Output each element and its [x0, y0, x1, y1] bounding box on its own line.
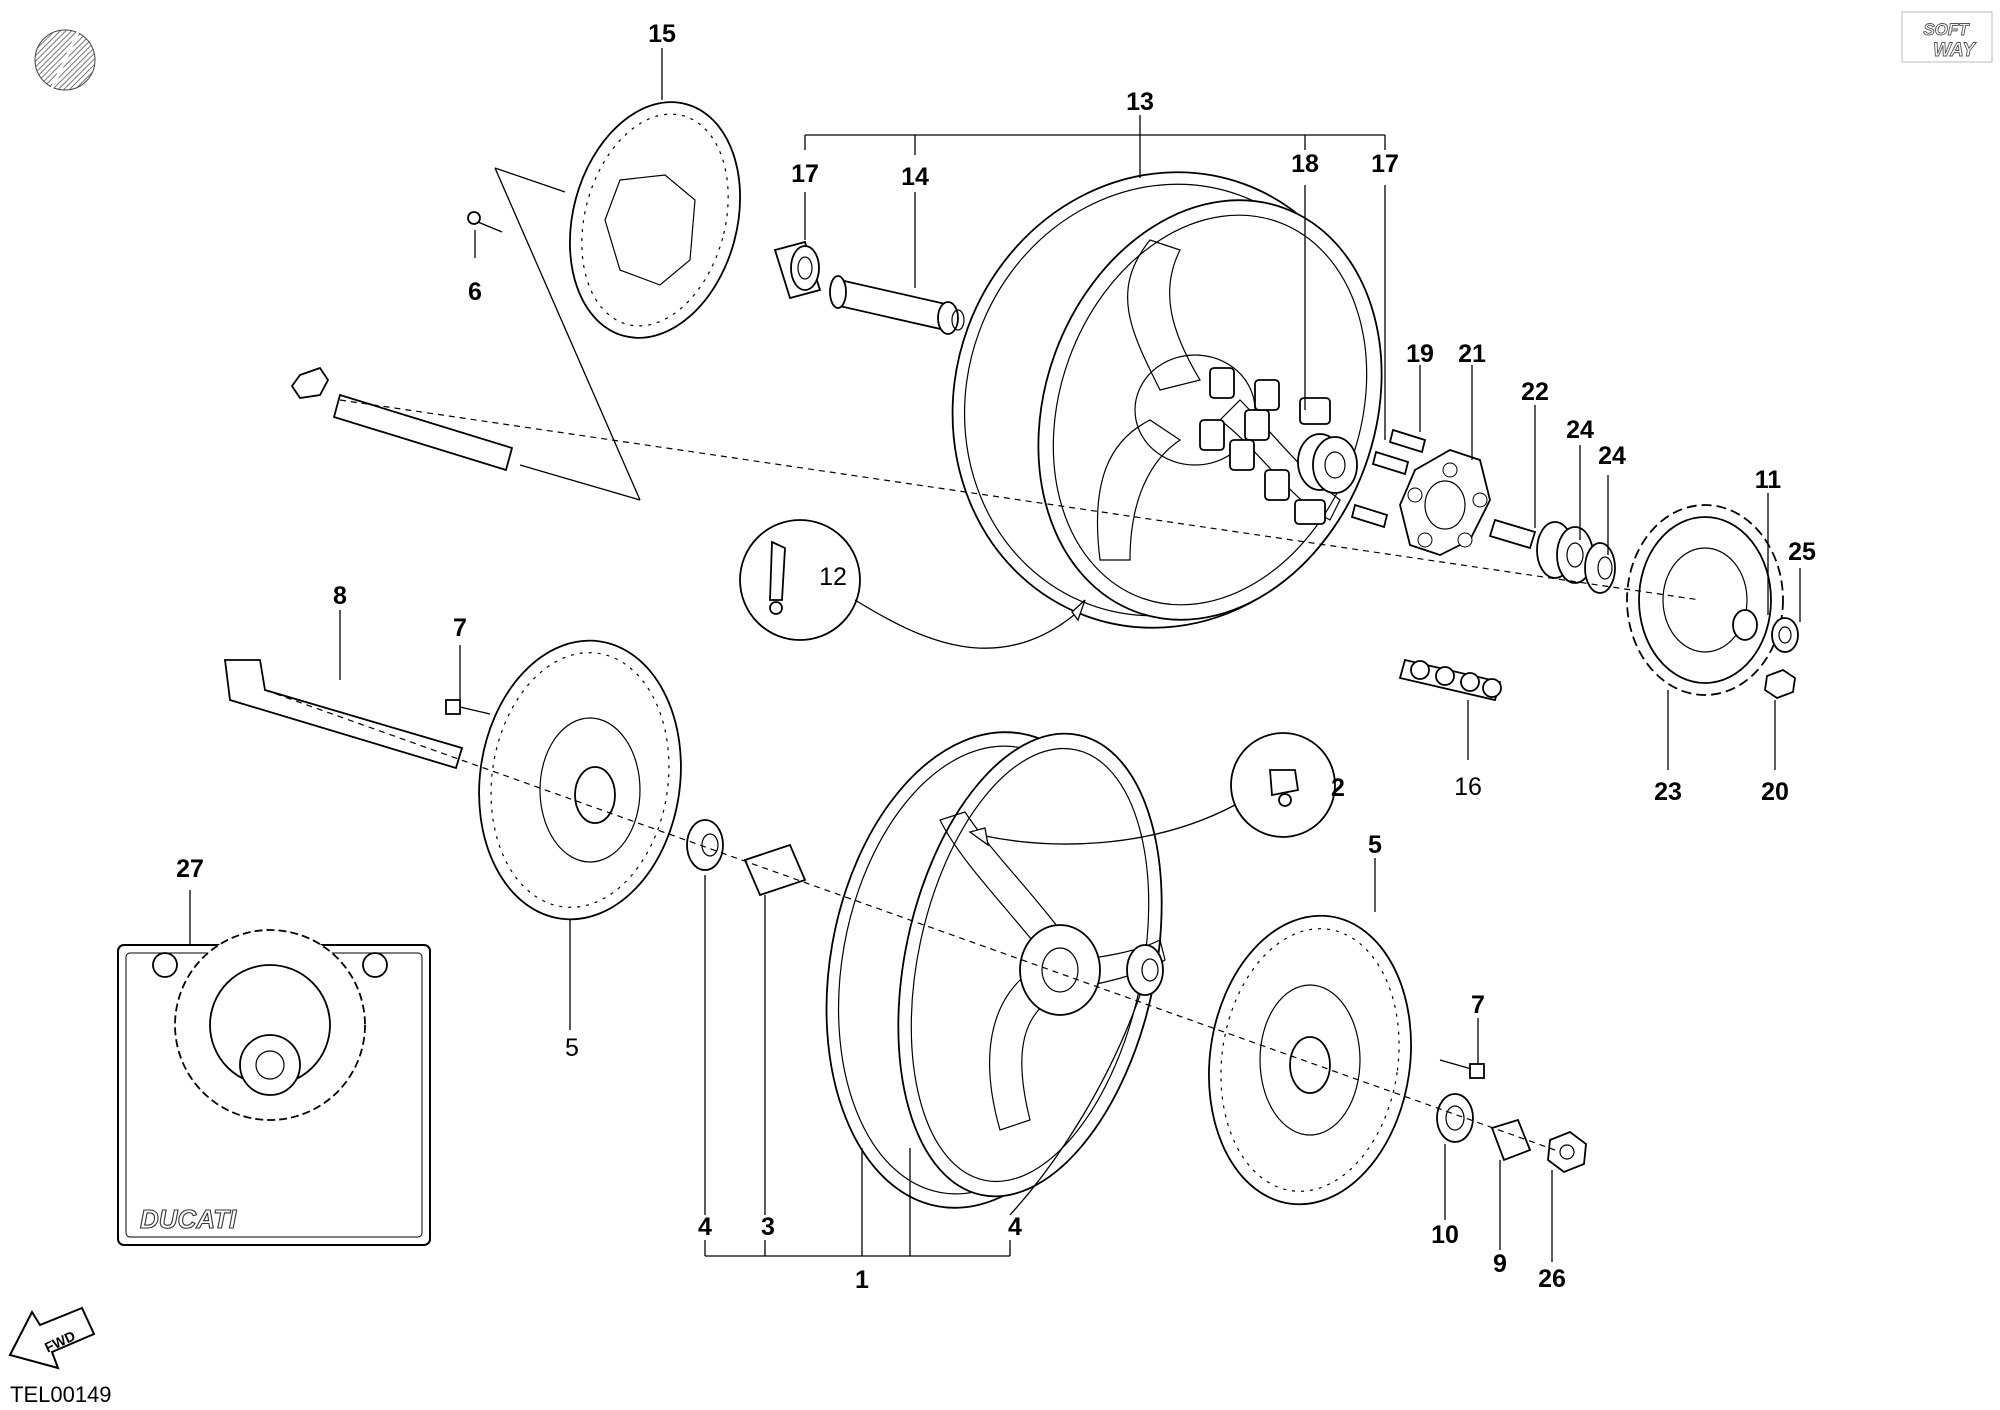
rear-disc-bracket	[494, 167, 641, 501]
softway-line1: SOFT	[1923, 20, 1970, 39]
bearing-rear-right	[1297, 433, 1358, 494]
sprocket-carrier	[1399, 449, 1491, 556]
callout-11: 11	[1755, 466, 1782, 494]
ducati-card: DUCATI	[117, 929, 431, 1246]
callout-5-right: 5	[1368, 831, 1382, 859]
callout-4-left: 4	[698, 1213, 712, 1241]
callout-23: 23	[1654, 778, 1682, 806]
callout-4-right: 4	[1008, 1213, 1022, 1241]
rear-wheel	[951, 171, 1383, 629]
callout-9: 9	[1493, 1250, 1507, 1278]
front-spacer	[743, 843, 807, 897]
callout-17-right: 17	[1371, 150, 1399, 178]
softway-logo: SOFT WAY	[1901, 11, 1993, 63]
rear-brake-disc	[569, 101, 741, 339]
carrier-bearings	[1536, 521, 1616, 594]
front-axle-spacer	[1490, 1118, 1532, 1162]
callout-numbers: 15 13 17 14 18 17 6 19 21 22 24 24 11 25…	[176, 20, 1816, 1294]
front-bearing-left	[686, 819, 724, 871]
callout-25: 25	[1788, 538, 1816, 566]
front-bearing-right	[1126, 944, 1164, 996]
callout-20: 20	[1761, 778, 1789, 806]
callout-26: 26	[1538, 1265, 1566, 1293]
rear-spacer	[829, 275, 965, 335]
callout-16: 16	[1454, 773, 1482, 801]
callout-10: 10	[1431, 1221, 1459, 1249]
callout-21: 21	[1458, 340, 1486, 368]
callout-5-left: 5	[565, 1034, 579, 1062]
rear-valve-detail	[739, 519, 861, 641]
callout-17-left: 17	[791, 160, 819, 188]
callout-24-right: 24	[1598, 442, 1626, 470]
front-axle	[223, 659, 464, 770]
fwd-arrow: FWD	[8, 1306, 96, 1370]
rear-axle	[290, 366, 514, 472]
callout-24-left: 24	[1566, 416, 1594, 444]
carrier-studs	[1350, 428, 1427, 529]
callout-22: 22	[1521, 378, 1549, 406]
sprocket-nut	[1764, 668, 1796, 700]
callout-15: 15	[648, 20, 676, 48]
bearing-rear-left	[773, 240, 822, 300]
front-valve-detail	[1230, 732, 1336, 838]
card-brand-text: DUCATI	[140, 1204, 237, 1234]
front-disc-screw-left	[445, 699, 491, 715]
chain-link	[1398, 658, 1502, 702]
carrier-shaft	[1488, 518, 1537, 550]
corner-circle-logo	[34, 29, 96, 91]
assembly-axis-lines	[264, 399, 1701, 1151]
callout-7-right: 7	[1471, 991, 1485, 1019]
front-brake-disc-left	[478, 639, 682, 921]
callout-1: 1	[855, 1266, 869, 1294]
front-brake-disc-right	[1208, 914, 1412, 1206]
front-axle-nut	[1547, 1130, 1587, 1174]
rear-sprocket	[1626, 504, 1784, 696]
callout-7-left: 7	[453, 614, 467, 642]
callout-18: 18	[1291, 150, 1319, 178]
sprocket-washer	[1771, 617, 1799, 653]
callout-6: 6	[468, 278, 482, 306]
callout-13: 13	[1126, 88, 1154, 116]
front-wheel	[825, 731, 1166, 1209]
callout-19: 19	[1406, 340, 1434, 368]
front-disc-screw-right	[1439, 1059, 1485, 1079]
callout-27: 27	[176, 855, 204, 883]
leader-lines	[189, 48, 1801, 1262]
disc-screw	[467, 211, 503, 233]
softway-line2: WAY	[1933, 40, 1977, 61]
callout-8: 8	[333, 582, 347, 610]
callout-2: 2	[1331, 774, 1345, 802]
front-washer	[1436, 1093, 1474, 1143]
callout-12: 12	[819, 563, 847, 591]
callout-3: 3	[761, 1213, 775, 1241]
callout-14: 14	[901, 163, 929, 191]
drawing-code: TEL00149	[10, 1382, 112, 1407]
